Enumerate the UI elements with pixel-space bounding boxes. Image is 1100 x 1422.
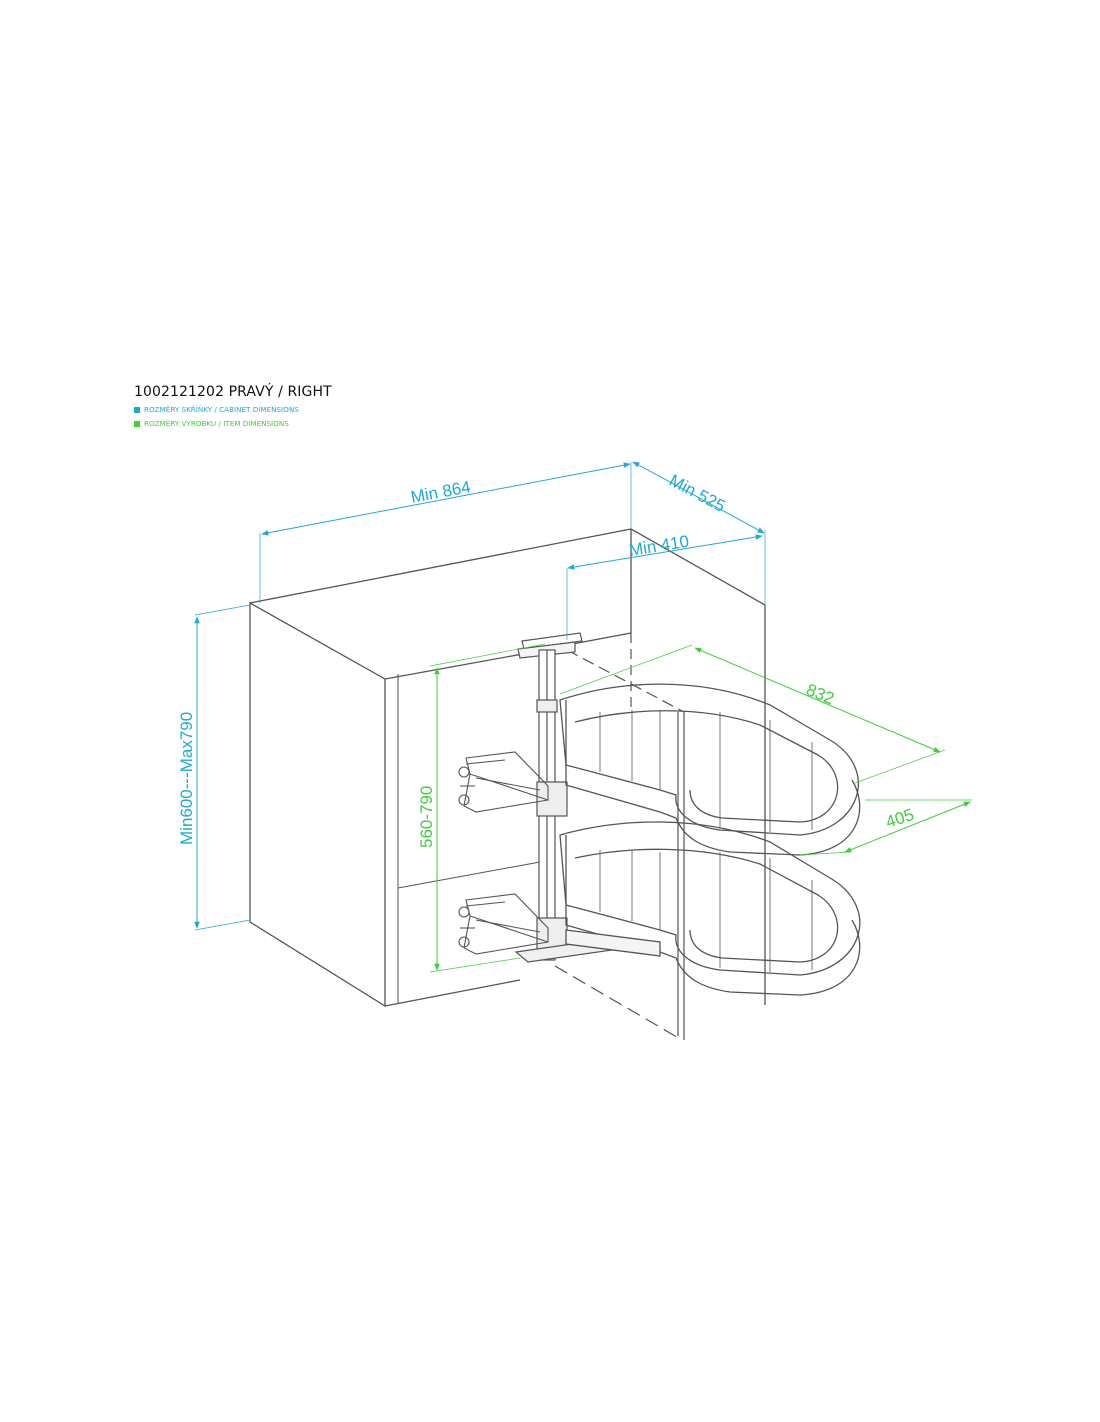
dim-line-door-opening [567, 534, 763, 570]
door-panel [554, 633, 685, 1041]
legend-cabinet-swatch [134, 406, 140, 413]
header: 1002121202 PRAVÝ / RIGHT ROZMĚRY SKŘÍŇKY… [134, 384, 332, 428]
legend-cabinet: ROZMĚRY SKŘÍŇKY / CABINET DIMENSIONS [134, 405, 332, 414]
label-cabinet-depth: Min 525 [666, 471, 728, 516]
label-door-opening: Min 410 [628, 532, 691, 560]
dim-line-cabinet-width [261, 462, 631, 536]
mounting-pole [514, 632, 614, 963]
upper-tray [559, 683, 861, 856]
legend-item-swatch [134, 420, 140, 427]
legend-cabinet-label: ROZMĚRY SKŘÍŇKY / CABINET DIMENSIONS [144, 405, 299, 414]
label-item-width: 832 [804, 680, 837, 708]
hinge-arms [458, 751, 549, 955]
cabinet-body [249, 528, 766, 1008]
label-cabinet-height: Min600---Max790 [177, 712, 196, 845]
label-item-depth: 405 [883, 805, 916, 832]
cabinet-left-panel [249, 601, 386, 1008]
label-item-height: 560-790 [417, 786, 436, 848]
legend-item: ROZMĚRY VÝROBKU / ITEM DIMENSIONS [134, 419, 332, 428]
dim-line-item-depth [844, 801, 971, 853]
item-dimensions [429, 643, 972, 973]
legend-item-label: ROZMĚRY VÝROBKU / ITEM DIMENSIONS [144, 419, 289, 428]
lower-tray [559, 821, 861, 996]
product-title: 1002121202 PRAVÝ / RIGHT [134, 384, 332, 400]
cabinet-dimensions [194, 461, 766, 931]
dim-line-cabinet-depth [632, 461, 765, 534]
label-cabinet-width: Min 864 [409, 477, 472, 507]
dim-line-item-width [694, 647, 941, 753]
